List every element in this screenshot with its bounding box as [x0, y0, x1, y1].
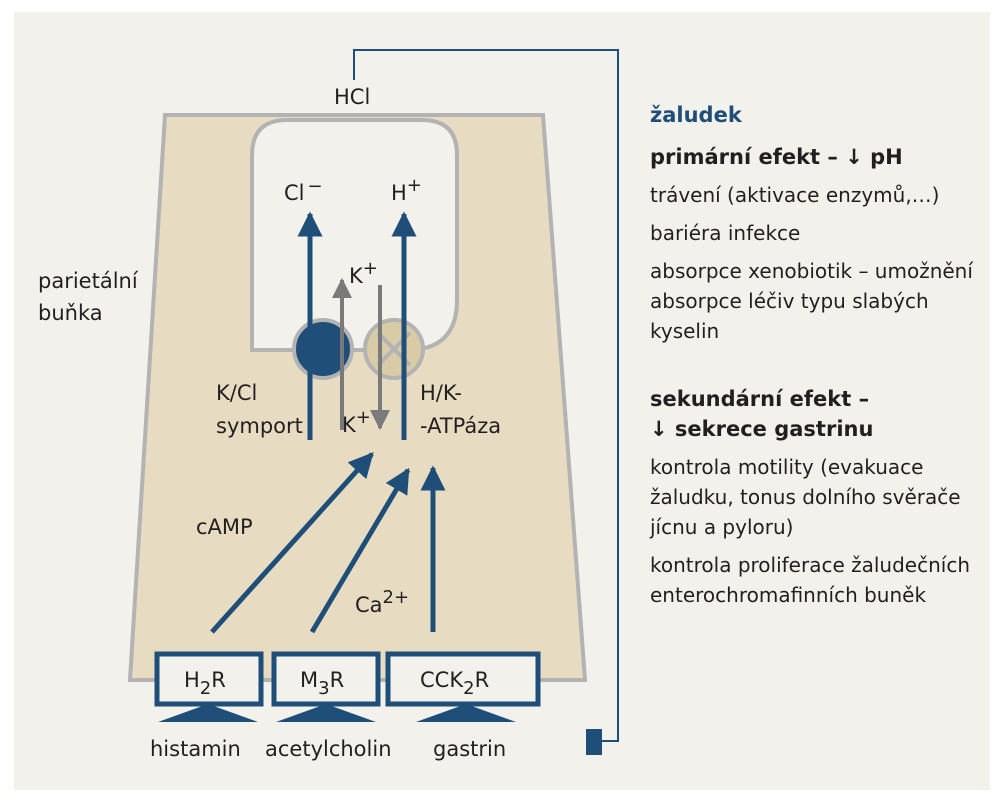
- ligand-acetylcholin: acetylcholin: [265, 737, 392, 761]
- gastrin-wedge: [416, 704, 516, 722]
- histamin-wedge: [158, 704, 258, 722]
- acetylcholin-wedge: [276, 704, 376, 722]
- secondary-item-2: kontrola proliferace žaludečních enteroc…: [650, 553, 971, 607]
- cl-ion-label: Cl−: [284, 176, 323, 205]
- symport-label-line1: K/Cl: [216, 381, 257, 405]
- receptor-m3r-label: M3R: [300, 668, 344, 699]
- feedback-end-marker: [586, 729, 602, 755]
- ligand-gastrin: gastrin: [433, 737, 506, 761]
- receptor-cck2r-label: CCK2R: [420, 668, 489, 699]
- k-bottom-label: K+: [342, 407, 371, 437]
- receptor-h2r: [154, 651, 264, 707]
- canaliculus: [250, 118, 459, 352]
- h-k-atpase: [363, 318, 425, 380]
- stomach-effects-panel: žaludek primární efekt – ↓ pH trávení (a…: [650, 100, 990, 618]
- primary-item-1: trávení (aktivace enzymů,…): [650, 183, 940, 207]
- k-top-label: K+: [349, 258, 378, 288]
- symport-label-line2: symport: [216, 414, 303, 438]
- secondary-item-1: kontrola motility (evakuace žaludku, ton…: [650, 455, 961, 539]
- hcl-feedback-line: [353, 49, 619, 742]
- cell-label-line2: buňka: [38, 301, 103, 325]
- camp-arrow: [210, 452, 374, 634]
- atpase-label-line2: -ATPáza: [420, 414, 501, 438]
- receptor-m3r: [271, 651, 381, 707]
- secondary-effect-header-2: ↓ sekrece gastrinu: [650, 417, 874, 441]
- parietal-cell: [127, 113, 588, 682]
- primary-effect-header: primární efekt – ↓ pH: [650, 145, 903, 169]
- receptor-cck2r: [385, 651, 541, 707]
- hcl-label: HCl: [334, 85, 370, 109]
- h-ion-label: H+: [391, 175, 422, 205]
- atpase-label-line1: H/K-: [420, 381, 462, 405]
- sidebar-title: žaludek: [650, 103, 742, 127]
- cell-label-line1: parietální: [38, 269, 139, 293]
- camp-label: cAMP: [196, 515, 253, 539]
- receptor-h2r-label: H2R: [184, 668, 226, 699]
- primary-item-2: bariéra infekce: [650, 221, 801, 245]
- m3-arrow: [309, 467, 411, 634]
- ligand-histamin: histamin: [150, 737, 241, 761]
- ca-label: Ca2+: [355, 587, 409, 617]
- primary-item-3: absorpce xenobiotik – umožnění absorpce …: [650, 259, 973, 343]
- secondary-effect-header-1: sekundární efekt –: [650, 387, 870, 411]
